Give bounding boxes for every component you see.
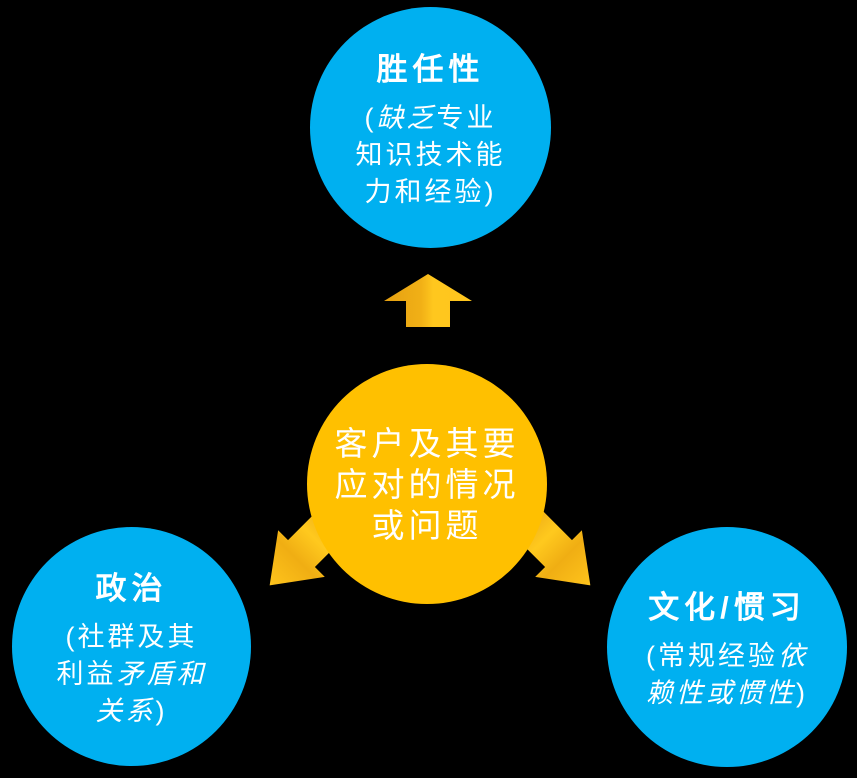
text-line: 或问题 — [371, 506, 483, 544]
text-line: 力和经验) — [356, 174, 506, 211]
text-run: 利益 — [56, 659, 117, 689]
node-title: 政治 — [95, 571, 168, 606]
text-run-italic: 赖性或惯性 — [646, 678, 796, 708]
text-run: ) — [155, 696, 168, 726]
text-line: 知识技术能 — [356, 137, 506, 174]
node-subtitle: (社群及其 利益矛盾和 关系) — [57, 619, 207, 730]
text-run: ) — [796, 678, 808, 708]
text-run: ( — [364, 103, 377, 133]
text-run: 力和经验) — [364, 177, 497, 207]
node-subtitle: (常规经验依 赖性或惯性) — [646, 638, 808, 712]
text-run: 知识技术能 — [355, 140, 506, 170]
text-line: (缺乏专业 — [356, 100, 506, 137]
text-run-italic: 依 — [778, 641, 808, 671]
text-run-italic: 关系 — [95, 696, 156, 726]
node-competence: 胜任性 (缺乏专业 知识技术能 力和经验) — [310, 7, 551, 248]
block-arrow-down-right-icon — [506, 501, 591, 586]
text-line: (常规经验依 — [646, 638, 808, 675]
text-run: (常规经验 — [646, 641, 778, 671]
text-line: 客户及其要 — [334, 424, 520, 462]
text-run: 专业 — [436, 103, 497, 133]
text-line: 关系) — [57, 693, 207, 730]
text-run-italic: 缺乏 — [376, 103, 437, 133]
node-politics: 政治 (社群及其 利益矛盾和 关系) — [12, 527, 251, 766]
node-text: 客户及其要 应对的情况 或问题 — [335, 423, 520, 546]
text-run-italic: 矛盾和 — [116, 659, 207, 689]
block-arrow-down-left-icon — [269, 501, 354, 586]
node-culture-habit: 文化/惯习 (常规经验依 赖性或惯性) — [607, 527, 847, 767]
text-line: 利益矛盾和 — [57, 656, 207, 693]
text-run: (社群及其 — [65, 622, 198, 652]
text-line: 赖性或惯性) — [646, 675, 808, 712]
text-line: (社群及其 — [57, 619, 207, 656]
node-subtitle: (缺乏专业 知识技术能 力和经验) — [356, 100, 506, 211]
node-title: 文化/惯习 — [648, 590, 806, 625]
block-arrow-up-icon — [384, 274, 472, 327]
node-client-situation: 客户及其要 应对的情况 或问题 — [307, 364, 547, 604]
node-title: 胜任性 — [376, 52, 485, 87]
text-line: 应对的情况 — [334, 465, 520, 503]
